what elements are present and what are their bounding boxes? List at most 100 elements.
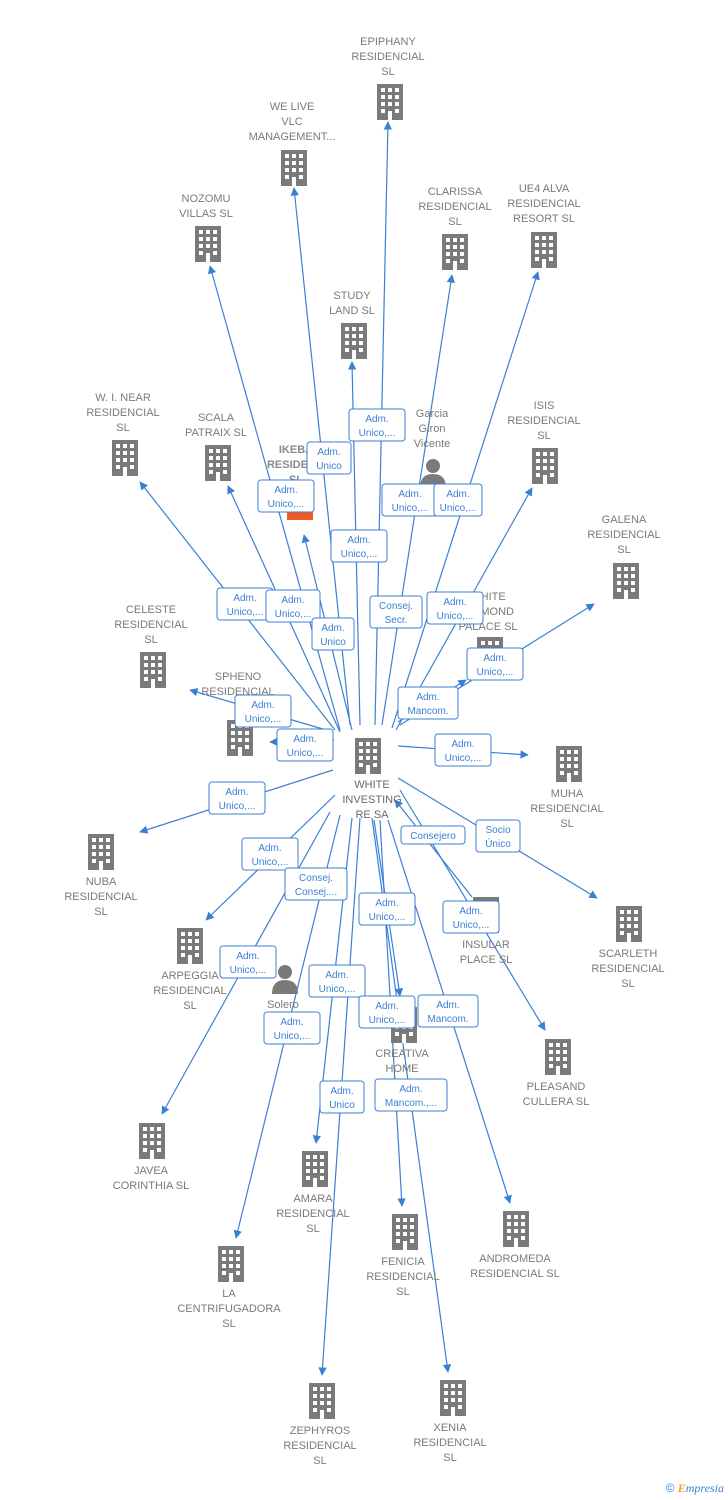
edge-label-text: Unico,... (453, 920, 490, 931)
edge-label[interactable]: Adm.Unico,... (241, 837, 299, 871)
edge-label[interactable]: Adm. Unico,... (348, 408, 406, 442)
building-icon (531, 232, 557, 268)
edge-label[interactable]: Adm.Unico,... (265, 589, 321, 623)
edge-label-text: Consejero (410, 831, 456, 842)
edge-label[interactable]: Adm.Unico,... (426, 591, 484, 625)
node-label-line: SCARLETH (599, 948, 658, 960)
edge-label-text: Adm. (281, 595, 304, 606)
edge-label-box (306, 441, 352, 475)
node-label-line: RESIDENCIAL (153, 985, 226, 997)
edge-label[interactable]: Adm.Unico,... (442, 900, 500, 934)
edge-label-box (348, 408, 406, 442)
edge-label-text: Adm. (365, 414, 388, 425)
node-andromeda[interactable]: ANDROMEDA RESIDENCIAL SL (470, 1211, 560, 1280)
edge-label[interactable]: Adm.Unico,... (308, 964, 366, 998)
node-label-line: SPHENO (215, 671, 262, 683)
edge-label-text: Unico,... (287, 748, 324, 759)
edge-label[interactable]: Adm.Unico,... (276, 728, 334, 762)
edge-label[interactable]: Adm.Unico (319, 1080, 365, 1114)
node-label-line: ANDROMEDA (479, 1253, 551, 1265)
node-label-line: RESIDENCIAL (591, 963, 664, 975)
node-label-line: NUBA (86, 876, 117, 888)
edge-label-text: Unico,... (359, 428, 396, 439)
node-label-line: IKEBA (279, 444, 313, 456)
edge-label-box (208, 781, 266, 815)
edge-label[interactable]: Consej.Secr. (369, 595, 423, 629)
node-label-line: ISIS (534, 400, 555, 412)
edge-label[interactable]: Consej.Consej.... (284, 867, 348, 901)
node-label-line: RESIDENCIAL (507, 198, 580, 210)
building-icon (556, 746, 582, 782)
edge-label-text: Socio (485, 825, 510, 836)
edge-label-box (311, 617, 355, 651)
edge-label[interactable]: Consejero (400, 825, 466, 845)
edge-label-text: Adm. (483, 653, 506, 664)
node-label-line: LAND SL (329, 305, 375, 317)
edge-label[interactable]: Adm.Unico,... (219, 945, 277, 979)
edge-label[interactable]: Adm.Unico,... (216, 587, 274, 621)
edge-label[interactable]: Adm.Unico,... (434, 733, 492, 767)
edge-label-box (263, 1011, 321, 1045)
edge-label-box (434, 733, 492, 767)
node-label-line: SL (381, 66, 394, 78)
node-label-line: VLC (281, 116, 302, 128)
building-icon (205, 445, 231, 481)
node-label-line: FENICIA (381, 1256, 425, 1268)
node-welive[interactable]: WE LIVEVLCMANAGEMENT... (249, 101, 336, 186)
edge-label[interactable]: Adm.Unico,... (433, 483, 483, 517)
node-label-line: W. I. NEAR (95, 392, 151, 404)
edge-label[interactable]: Adm.Unico,... (263, 1011, 321, 1045)
edge-label[interactable]: Adm.Unico (311, 617, 355, 651)
edge-label[interactable]: Adm. Unico,... (358, 892, 416, 926)
edge-label[interactable]: Adm.Mancom. (397, 686, 459, 720)
node-label-line: JAVEA (134, 1165, 169, 1177)
node-label-line: CREATIVA (375, 1048, 429, 1060)
edge-label-text: Unico,... (230, 965, 267, 976)
edge-label-text: Adm. (375, 898, 398, 909)
edge-label[interactable]: Adm.Unico,... (330, 529, 388, 563)
edge-label[interactable]: Adm.Unico,... (466, 647, 524, 681)
node-label-line: SL (537, 430, 550, 442)
node-label-line: INSULAR (462, 939, 510, 951)
edge-label[interactable]: Adm.Unico,... (234, 694, 292, 728)
node-label-line: SL (222, 1318, 235, 1330)
edge-label[interactable]: Adm.Unico,... (257, 479, 315, 513)
edge-label-box (265, 589, 321, 623)
node-label-line: SCALA (198, 412, 235, 424)
edge-label[interactable]: Adm.Unico,... (381, 483, 439, 517)
edge-label[interactable]: Adm.Mancom. (417, 994, 479, 1028)
building-icon (140, 652, 166, 688)
edge-label[interactable]: Adm.Mancom.,... (374, 1078, 448, 1112)
edge-label[interactable]: Adm.Unico,... (358, 995, 416, 1029)
edge-label[interactable]: Adm.Unico (306, 441, 352, 475)
edge-label-text: Unico,... (369, 912, 406, 923)
node-label-line: RESIDENCIAL SL (470, 1268, 559, 1280)
edge-label[interactable]: Adm.Unico,... (208, 781, 266, 815)
edge-label-box (426, 591, 484, 625)
